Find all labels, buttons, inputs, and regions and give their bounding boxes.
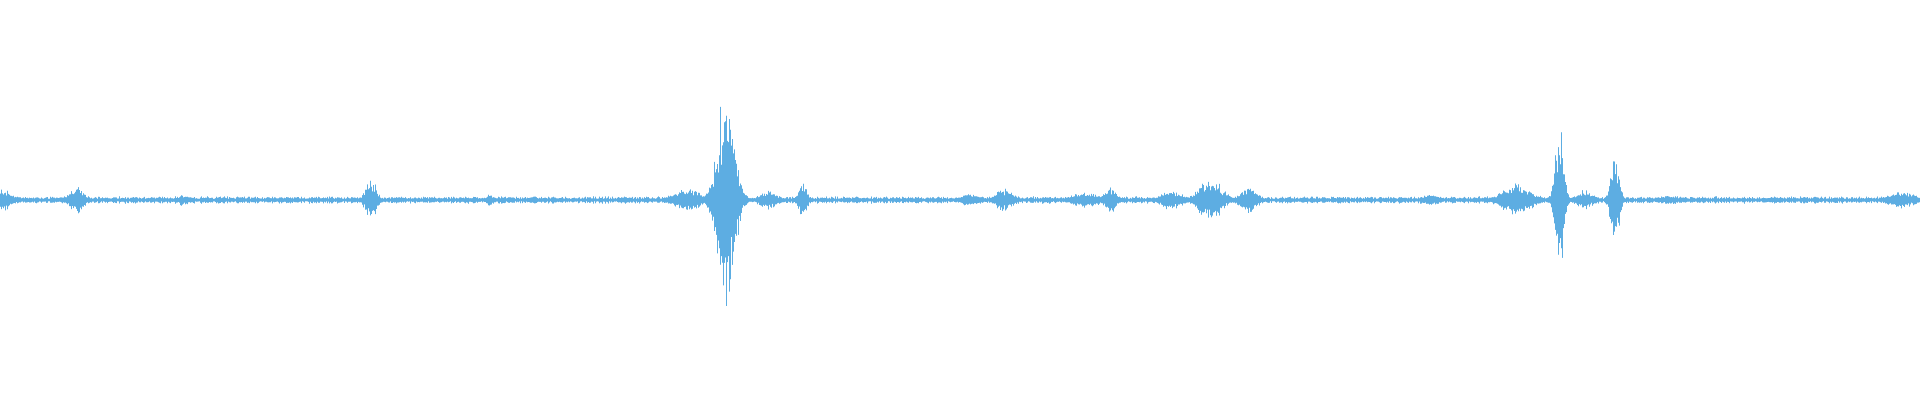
waveform-trace [0, 106, 1920, 306]
